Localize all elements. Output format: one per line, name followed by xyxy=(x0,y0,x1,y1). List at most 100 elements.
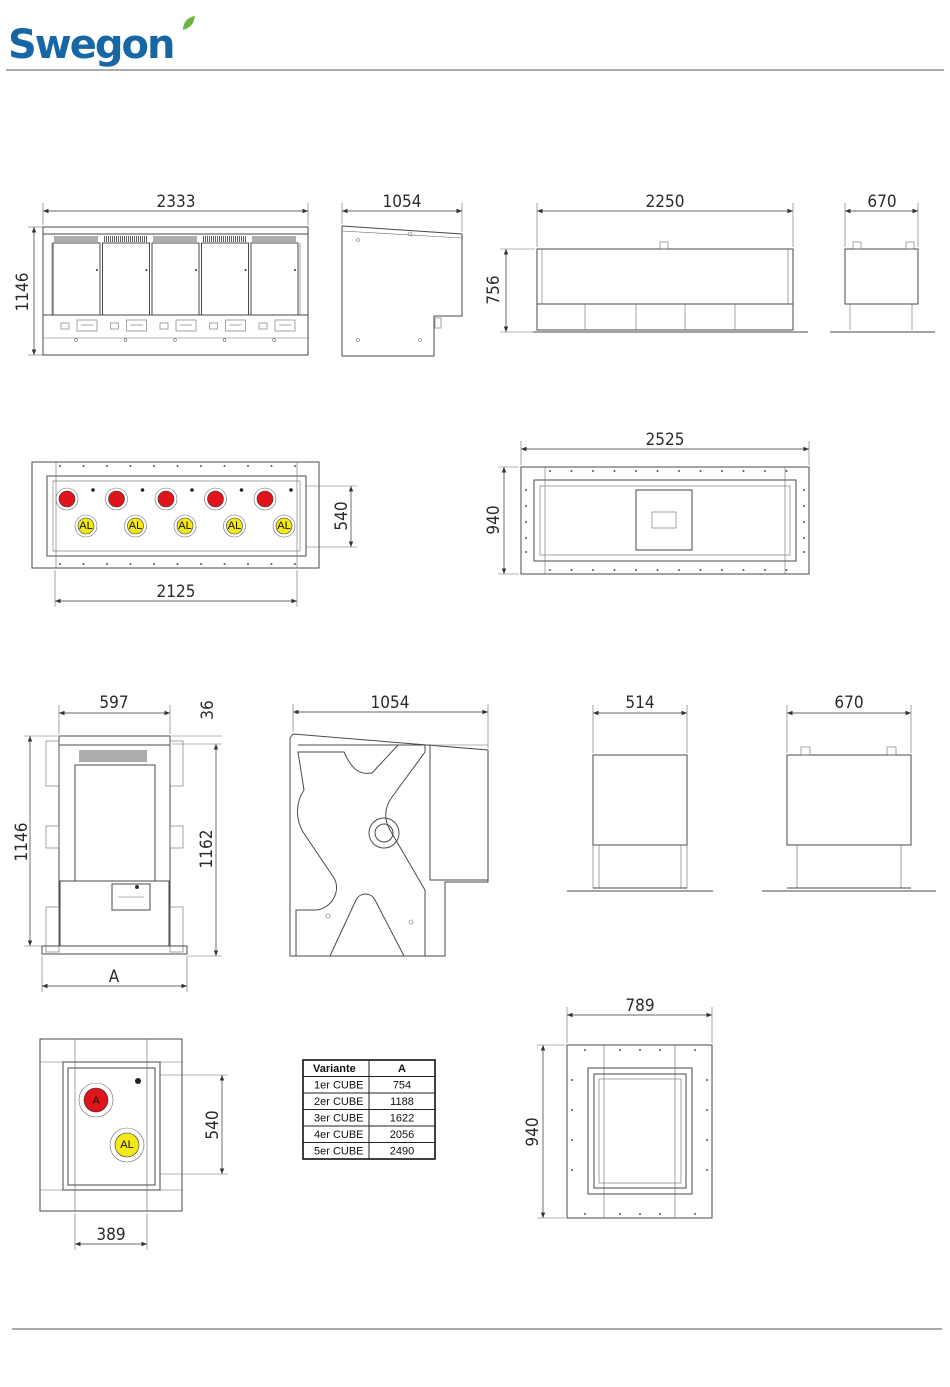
table-row: 3er CUBE 1622 xyxy=(303,1110,435,1127)
module-panel xyxy=(251,243,298,315)
dim-side-depth: 1054 xyxy=(342,192,462,232)
supply-connection-icon xyxy=(158,491,174,507)
dim-top-height: 756 xyxy=(484,249,535,332)
connector-icon xyxy=(160,323,168,329)
bottom-view-5-modules: AL AL AL AL AL xyxy=(32,462,319,568)
dim-label: 940 xyxy=(523,1117,543,1146)
module-panel xyxy=(53,243,100,315)
connector-icon xyxy=(111,323,119,329)
supply-connection-icon xyxy=(257,491,273,507)
module-panel xyxy=(152,243,199,315)
dim-label: 756 xyxy=(484,275,504,304)
dim-single-offset: 36 xyxy=(172,700,222,744)
connection-label: AL xyxy=(178,520,191,532)
supply-connection-icon xyxy=(208,491,224,507)
roof-view-5-modules xyxy=(521,467,809,574)
table-row: 2er CUBE 1188 xyxy=(303,1093,435,1110)
connector-icon xyxy=(259,323,267,329)
dim-label: 597 xyxy=(99,693,128,713)
variant-table: Variante A 1er CUBE 754 2er CUBE 1188 3er CUBE… xyxy=(303,1060,435,1159)
table-cell: 1188 xyxy=(390,1096,414,1108)
dim-label: 1054 xyxy=(371,693,410,713)
dim-label: 1146 xyxy=(13,273,33,312)
table-row: 1er CUBE 754 xyxy=(303,1077,435,1094)
grille-icon xyxy=(154,236,196,242)
side-view xyxy=(342,226,462,356)
connector-icon xyxy=(210,323,218,329)
connection-label: AL xyxy=(228,520,241,532)
dim-label: 940 xyxy=(484,505,504,534)
service-hatch xyxy=(226,320,246,331)
dim-label: 1162 xyxy=(197,830,217,869)
connection-label: AL xyxy=(129,520,142,532)
dim-label: 2125 xyxy=(157,582,196,602)
svg-text:A: A xyxy=(92,1095,100,1107)
dim-label: 670 xyxy=(867,192,896,212)
dim-label: 540 xyxy=(203,1110,223,1139)
connection-label: AL xyxy=(79,520,92,532)
dim-top-side-width: 670 xyxy=(845,192,918,247)
top-view-long xyxy=(533,242,808,332)
table-cell: 2er CUBE xyxy=(314,1096,364,1108)
grille-icon xyxy=(253,236,295,242)
connection-label: AL xyxy=(277,520,290,532)
dim-roof-length: 2525 xyxy=(521,430,809,465)
single-bottom-view: A AL xyxy=(40,1039,182,1211)
single-top-side-view xyxy=(762,747,936,891)
table-cell: 1622 xyxy=(390,1113,414,1125)
module-panel xyxy=(202,243,249,315)
dim-single-variant: A xyxy=(42,956,187,992)
service-hatch xyxy=(176,320,196,331)
dim-label: 789 xyxy=(625,996,654,1016)
dim-label: 1054 xyxy=(383,192,422,212)
grille-icon xyxy=(204,236,246,242)
dim-label: 36 xyxy=(198,700,218,719)
table-cell: A xyxy=(398,1063,406,1075)
dim-roof-depth: 940 xyxy=(484,467,519,574)
dim-label: 2333 xyxy=(157,192,196,212)
supply-connection-icon xyxy=(59,491,75,507)
svg-text:AL: AL xyxy=(120,1139,133,1151)
single-top-view xyxy=(567,755,713,891)
front-view-5-modules xyxy=(43,227,308,355)
table-cell: 1er CUBE xyxy=(314,1080,364,1092)
top-view-side xyxy=(830,242,935,332)
dim-bottom-width: 2125 xyxy=(55,570,297,607)
dim-label: 389 xyxy=(96,1225,125,1245)
table-cell: 2056 xyxy=(390,1129,414,1141)
table-header-row: Variante A xyxy=(303,1060,435,1077)
dim-single-top-side: 670 xyxy=(787,693,911,753)
dim-single-side-depth: 1054 xyxy=(293,693,488,748)
connector-icon xyxy=(61,323,69,329)
dim-label: 2525 xyxy=(646,430,685,450)
table-cell: 3er CUBE xyxy=(314,1113,364,1125)
header: Swegon xyxy=(6,16,944,70)
service-hatch xyxy=(275,320,295,331)
dim-single-roof-width: 789 xyxy=(567,996,712,1043)
swegon-logo: Swegon xyxy=(8,22,173,68)
table-cell: 2490 xyxy=(390,1146,414,1158)
dim-label: A xyxy=(109,967,120,987)
table-cell: Variante xyxy=(313,1063,356,1075)
dim-single-top-width: 514 xyxy=(593,693,687,753)
dim-label: 540 xyxy=(332,501,352,530)
dim-label: 670 xyxy=(834,693,863,713)
dim-single-total-height: 1162 xyxy=(188,744,222,956)
module-panel xyxy=(103,243,150,315)
dim-front-height: 1146 xyxy=(13,227,43,355)
dim-label: 2250 xyxy=(646,192,685,212)
table-cell: 5er CUBE xyxy=(314,1146,364,1158)
dim-bottom-depth: 540 xyxy=(306,486,357,547)
single-roof-view xyxy=(567,1045,712,1218)
dim-single-width: 597 xyxy=(59,693,170,734)
grille-icon xyxy=(55,236,97,242)
table-cell: 754 xyxy=(393,1080,411,1092)
dim-single-roof-depth: 940 xyxy=(523,1045,565,1218)
dim-single-height: 1146 xyxy=(12,736,57,946)
dim-front-width: 2333 xyxy=(43,192,308,225)
table-row: 5er CUBE 2490 xyxy=(303,1143,435,1160)
dim-top-length: 2250 xyxy=(537,192,793,247)
grille-icon xyxy=(105,236,147,242)
